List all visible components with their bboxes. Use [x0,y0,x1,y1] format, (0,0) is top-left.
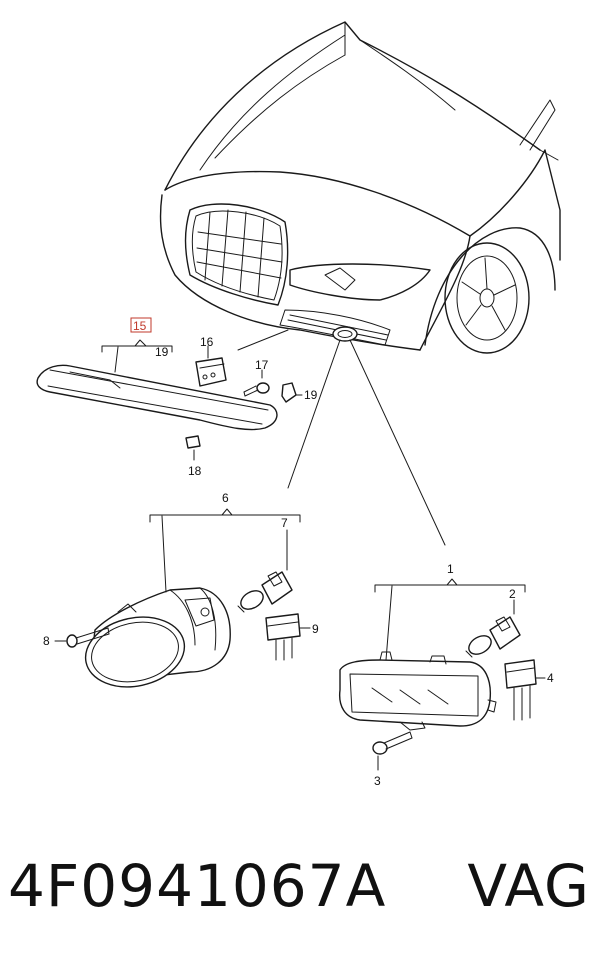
connector-16[interactable] [195,345,227,387]
screw-3[interactable] [372,731,413,771]
callout-6[interactable]: 6 [222,491,229,505]
screw-8[interactable] [54,627,110,648]
bumper-trim-strip[interactable] [36,364,278,431]
car-front-illustration [159,21,561,354]
callout-1[interactable]: 1 [447,562,454,576]
callout-4[interactable]: 4 [547,671,554,685]
fog-lamp-rect-1[interactable] [338,651,497,731]
callout-3[interactable]: 3 [374,774,381,788]
callout-16[interactable]: 16 [200,335,214,349]
clip-18[interactable] [185,435,201,461]
connector-9[interactable] [265,613,311,661]
callout-19-right[interactable]: 19 [304,388,318,402]
group-bracket-6 [149,514,301,523]
callout-18[interactable]: 18 [188,464,202,478]
screw-17[interactable] [243,369,270,397]
clip-19[interactable] [281,382,303,403]
fog-lamp-round-6[interactable] [79,587,231,696]
footer-caption: 4F0941067A VAG [0,852,600,952]
callout-9[interactable]: 9 [312,622,319,636]
callout-19-top[interactable]: 19 [155,345,169,359]
group-bracket-15 [101,345,173,353]
callout-7[interactable]: 7 [281,516,288,530]
group-bracket-1 [374,584,526,593]
bulb-2[interactable] [465,599,521,658]
part-number-label: 4F0941067A [8,852,387,920]
bulb-7[interactable] [237,529,293,613]
highlight-box-15 [130,317,152,333]
callout-15[interactable]: 15 [133,319,147,333]
callout-17[interactable]: 17 [255,358,269,372]
callout-8[interactable]: 8 [43,634,50,648]
brand-label: VAG [467,852,590,920]
connector-4[interactable] [504,659,546,721]
callout-2[interactable]: 2 [509,587,516,601]
